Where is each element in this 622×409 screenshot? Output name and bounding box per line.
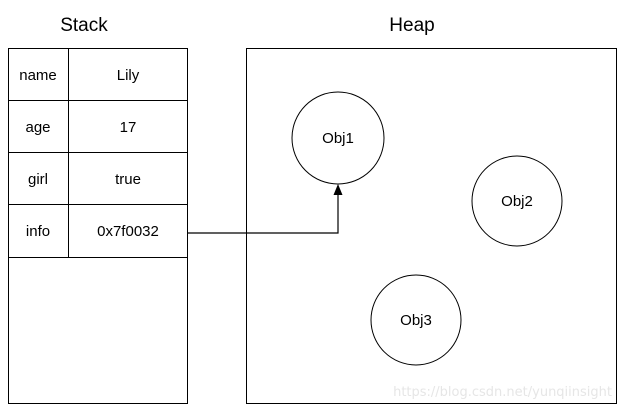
object-label: Obj3 [400, 312, 432, 329]
stack-key: girl [28, 171, 48, 188]
stack-frame [8, 48, 188, 404]
stack-key: name [19, 67, 57, 84]
stack-key: age [25, 119, 50, 136]
heap-object-obj1: Obj1 [291, 91, 385, 185]
stack-value: true [115, 171, 141, 188]
heap-object-obj2: Obj2 [471, 155, 563, 247]
stack-key: info [26, 223, 50, 240]
stack-value: Lily [117, 67, 140, 84]
stack-table: name Lily age 17 girl true info 0x7f0032 [8, 48, 188, 404]
stack-value: 17 [120, 119, 137, 136]
heap-area: Obj1 Obj2 Obj3 [246, 48, 617, 404]
reference-arrow [188, 184, 343, 234]
stack-row-name: name Lily [19, 67, 140, 84]
stack-row-age: age 17 [25, 119, 136, 136]
stack-row-info: info 0x7f0032 [26, 223, 159, 240]
heap-object-obj3: Obj3 [370, 274, 462, 366]
object-circle [370, 274, 462, 366]
object-label: Obj1 [322, 130, 354, 147]
object-circle [471, 155, 563, 247]
stack-row-girl: girl true [28, 171, 141, 188]
object-label: Obj2 [501, 193, 533, 210]
stack-title: Stack [60, 15, 108, 36]
heap-title: Heap [389, 15, 434, 36]
watermark-text: https://blog.csdn.net/yunqiinsight [393, 385, 612, 400]
arrowhead-icon [333, 184, 343, 195]
stack-value: 0x7f0032 [97, 223, 159, 240]
reference-line [188, 195, 339, 234]
